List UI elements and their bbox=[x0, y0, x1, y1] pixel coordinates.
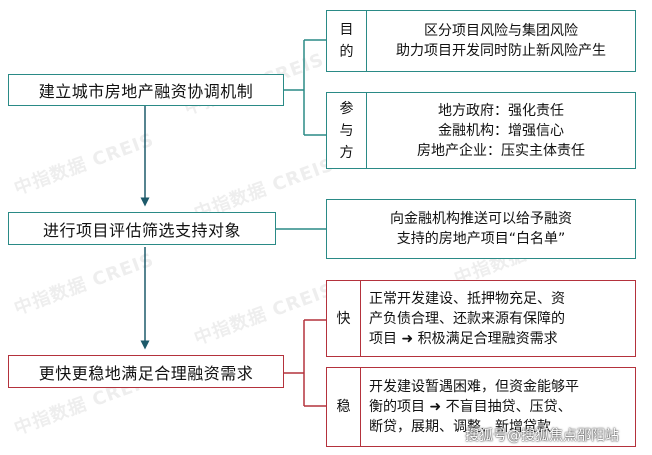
source-footer: 搜狐号@搜狐焦点邵阳站 bbox=[465, 428, 619, 444]
bracket-step1 bbox=[284, 39, 326, 136]
steadier-label: 稳 bbox=[327, 368, 361, 446]
step-establish-mechanism: 建立城市房地产融资协调机制 bbox=[8, 74, 284, 106]
goal-label-char: 的 bbox=[339, 44, 354, 60]
steadier-box: 稳 开发建设暂遇困难，但资金能够平 衡的项目 ➜ 不盲目抽贷、压贷、 断贷，展期… bbox=[326, 367, 636, 447]
step-evaluate-projects: 进行项目评估筛选支持对象 bbox=[8, 212, 276, 245]
goal-box: 目的 区分项目风险与集团风险 助力项目开发同时防止新风险产生 bbox=[326, 10, 636, 72]
whitelist-line: 向金融机构推送可以给予融资 bbox=[390, 211, 572, 227]
whitelist-box: 向金融机构推送可以给予融资 支持的房地产项目“白名单” bbox=[326, 199, 636, 259]
participants-box: 参与方 地方政府：强化责任 金融机构：增强信心 房地产企业：压实主体责任 bbox=[326, 92, 636, 169]
faster-label: 快 bbox=[327, 281, 361, 356]
goal-label: 目的 bbox=[327, 11, 367, 71]
participants-label-char: 参 bbox=[339, 100, 354, 117]
goal-line: 助力项目开发同时防止新风险产生 bbox=[396, 43, 606, 59]
step-meet-financing-needs: 更快更稳地满足合理融资需求 bbox=[8, 355, 284, 388]
whitelist-line: 支持的房地产项目“白名单” bbox=[396, 231, 566, 247]
faster-box: 快 正常开发建设、抵押物充足、资 产负债合理、还款来源有保障的 项目 ➜ 积极满… bbox=[326, 280, 636, 357]
faster-line: 正常开发建设、抵押物充足、资 bbox=[369, 290, 565, 307]
participant-line: 金融机构：增强信心 bbox=[438, 122, 564, 139]
steadier-text: 开发建设暂遇困难，但资金能够平 衡的项目 ➜ 不盲目抽贷、压贷、 断贷，展期、调… bbox=[361, 368, 635, 446]
participants-label: 参与方 bbox=[327, 93, 367, 168]
steadier-line: 开发建设暂遇困难，但资金能够平 bbox=[369, 379, 579, 395]
bracket-step3 bbox=[284, 319, 326, 407]
faster-line: 产负债合理、还款来源有保障的 bbox=[369, 310, 565, 327]
participant-line: 房地产企业：压实主体责任 bbox=[417, 142, 585, 159]
faster-text: 正常开发建设、抵押物充足、资 产负债合理、还款来源有保障的 项目 ➜ 积极满足合… bbox=[361, 281, 635, 356]
steadier-line: 断贷，展期、调整、新增贷款 bbox=[369, 419, 551, 435]
participants-label-char: 与 bbox=[339, 122, 354, 139]
participants-label-char: 方 bbox=[339, 144, 354, 161]
whitelist-text: 向金融机构推送可以给予融资 支持的房地产项目“白名单” bbox=[327, 200, 635, 258]
goal-text: 区分项目风险与集团风险 助力项目开发同时防止新风险产生 bbox=[367, 11, 635, 71]
participants-text: 地方政府：强化责任 金融机构：增强信心 房地产企业：压实主体责任 bbox=[367, 93, 635, 168]
participant-line: 地方政府：强化责任 bbox=[438, 102, 564, 119]
goal-line: 区分项目风险与集团风险 bbox=[424, 23, 578, 39]
goal-label-char: 目 bbox=[339, 22, 354, 38]
faster-line: 项目 ➜ 积极满足合理融资需求 bbox=[369, 330, 558, 347]
steadier-line: 衡的项目 ➜ 不盲目抽贷、压贷、 bbox=[369, 399, 572, 415]
